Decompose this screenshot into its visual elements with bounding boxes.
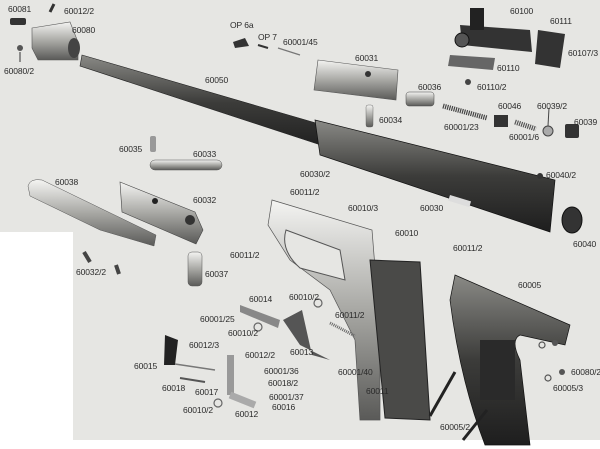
label-60012-3: 60012/3 xyxy=(189,340,220,350)
label-60030-2: 60030/2 xyxy=(300,169,331,179)
label-60010-2: 60010/2 xyxy=(289,292,320,302)
label-60080: 60080 xyxy=(72,25,96,35)
label-60001-23: 60001/23 xyxy=(444,122,479,132)
label-60012-2: 60012/2 xyxy=(245,350,276,360)
label-60018: 60018 xyxy=(162,383,186,393)
bolt-sleeve-part xyxy=(313,59,399,101)
label-60017: 60017 xyxy=(195,387,219,397)
label-60001-36: 60001/36 xyxy=(264,366,299,376)
label-60010-3: 60010/3 xyxy=(348,203,379,213)
label-60010-2: 60010/2 xyxy=(183,405,214,415)
label-60031: 60031 xyxy=(355,53,379,63)
label-60110-2: 60110/2 xyxy=(477,82,507,92)
label-60011-2: 60011/2 xyxy=(230,250,260,260)
label-60107-3: 60107/3 xyxy=(568,48,599,58)
label-60036: 60036 xyxy=(418,82,442,92)
label-60005-2: 60005/2 xyxy=(440,422,471,432)
label-60111: 60111 xyxy=(550,16,572,26)
block-part xyxy=(119,181,204,245)
lever-part xyxy=(27,179,157,247)
label-60001-25: 60001/25 xyxy=(200,314,235,324)
rear-sight-part xyxy=(448,8,565,85)
label-60081: 60081 xyxy=(8,4,32,14)
label-60011: 60011 xyxy=(366,386,389,396)
label-60001-40: 60001/40 xyxy=(338,367,373,377)
label-60012: 60012 xyxy=(235,409,259,419)
label-60034: 60034 xyxy=(379,115,403,125)
label-60110: 60110 xyxy=(497,63,520,73)
label-60039-2: 60039/2 xyxy=(537,101,568,111)
label-60010: 60010 xyxy=(395,228,419,238)
label-60030: 60030 xyxy=(420,203,444,213)
label-60100: 60100 xyxy=(510,6,534,16)
label-60005: 60005 xyxy=(518,280,542,290)
label-60001-45: 60001/45 xyxy=(283,37,318,47)
label-op7: OP 7 xyxy=(258,32,277,42)
label-60039: 60039 xyxy=(574,117,598,127)
label-op6a: OP 6a xyxy=(230,20,254,30)
label-60012-2: 60012/2 xyxy=(64,6,95,16)
label-60040: 60040 xyxy=(573,239,597,249)
label-60038: 60038 xyxy=(55,177,79,187)
label-60032-2: 60032/2 xyxy=(76,267,107,277)
label-60013: 60013 xyxy=(290,347,314,357)
label-60014: 60014 xyxy=(249,294,273,304)
label-60080-2: 60080/2 xyxy=(571,367,600,377)
barrel-part xyxy=(79,54,341,151)
label-60037: 60037 xyxy=(205,269,229,279)
label-60080-2: 60080/2 xyxy=(4,66,35,76)
label-60011-2: 60011/2 xyxy=(335,310,365,320)
label-60018-2: 60018/2 xyxy=(268,378,299,388)
compensator-part xyxy=(10,3,80,62)
label-60032: 60032 xyxy=(193,195,217,205)
label-60040-2: 60040/2 xyxy=(546,170,577,180)
label-60001-37: 60001/37 xyxy=(269,392,304,402)
frame-part xyxy=(267,199,431,421)
slide-part xyxy=(314,119,556,233)
label-60010-2: 60010/2 xyxy=(228,328,259,338)
label-60050: 60050 xyxy=(205,75,229,85)
label-60035: 60035 xyxy=(119,144,143,154)
label-60011-2: 60011/2 xyxy=(453,243,483,253)
label-60015: 60015 xyxy=(134,361,158,371)
label-60011-2: 60011/2 xyxy=(290,187,320,197)
label-60001-6: 60001/6 xyxy=(509,132,540,142)
label-60046: 60046 xyxy=(498,101,522,111)
label-60033: 60033 xyxy=(193,149,217,159)
label-60016: 60016 xyxy=(272,402,296,412)
label-60005-3: 60005/3 xyxy=(553,383,584,393)
